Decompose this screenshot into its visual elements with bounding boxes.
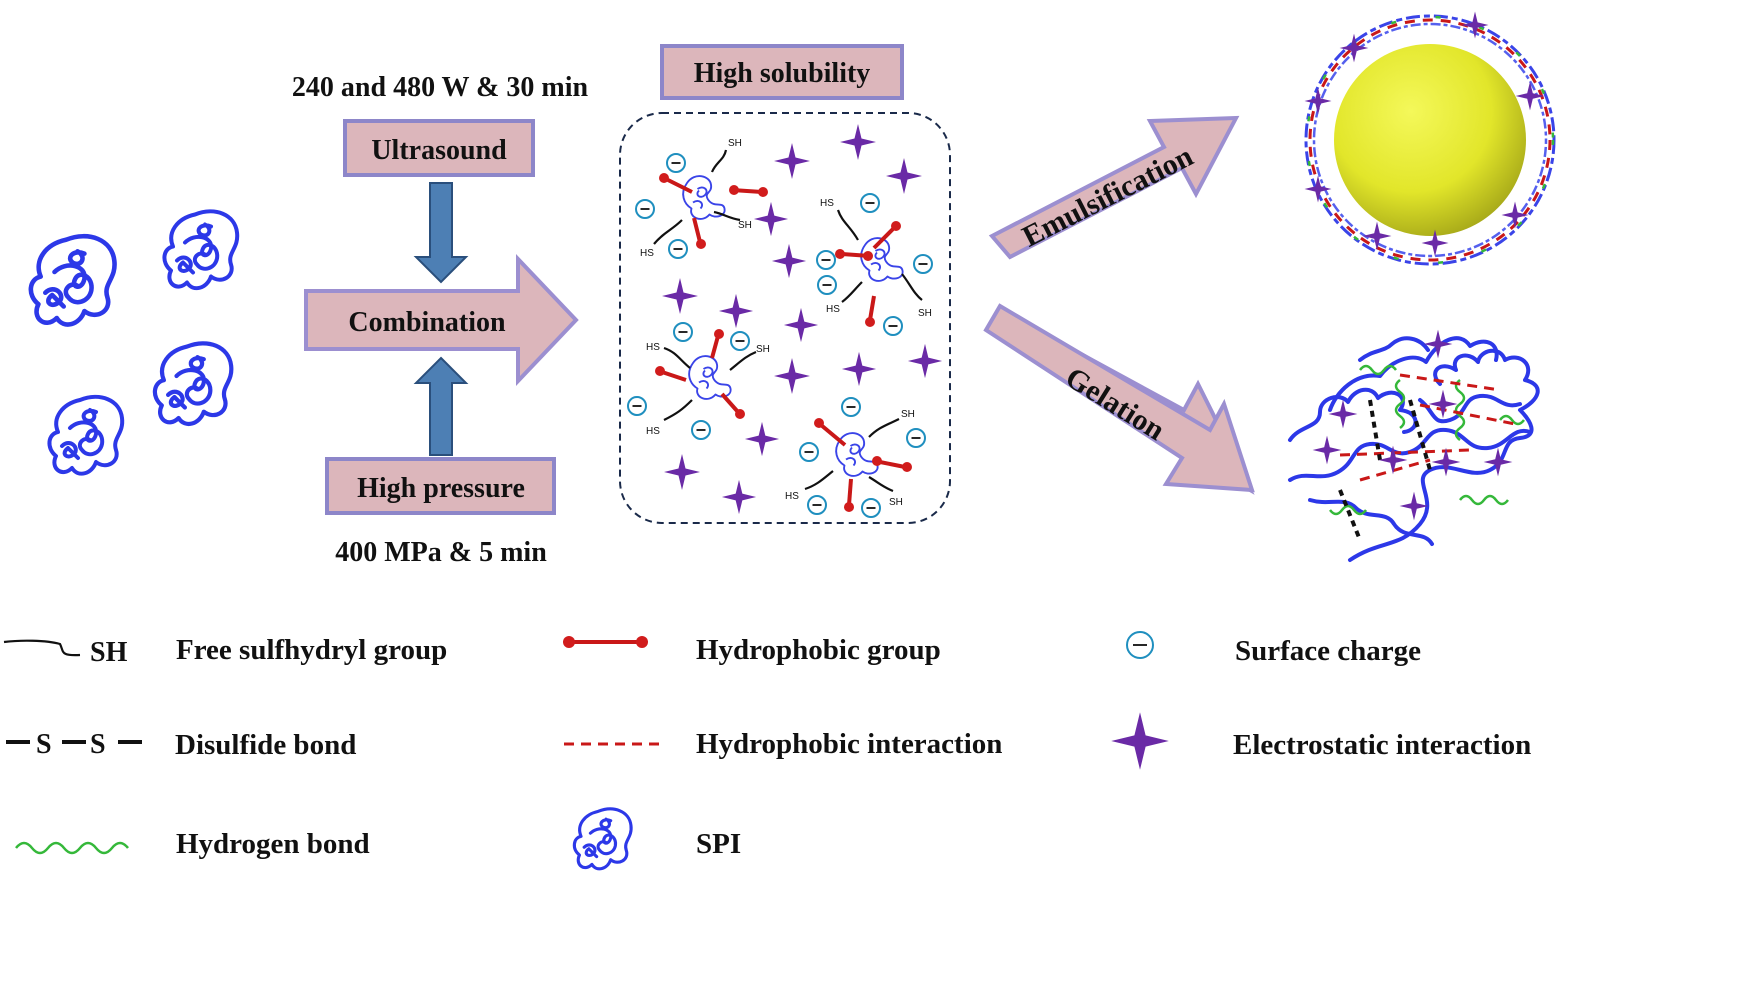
surface-charge-icon xyxy=(668,239,688,259)
electrostatic-star-icon xyxy=(783,307,819,343)
svg-text:SH: SH xyxy=(728,138,742,149)
surface-charge-icon xyxy=(860,193,880,213)
svg-text:S: S xyxy=(90,729,106,760)
electrostatic-star-icon xyxy=(718,293,754,329)
gelation-arrow-body xyxy=(983,303,1255,493)
ultrasound-down-arrow xyxy=(413,182,469,284)
ultrasound-conditions: 240 and 480 W & 30 min xyxy=(292,72,589,103)
spi-coil-icon xyxy=(31,236,115,324)
surface-charge-icon xyxy=(817,275,837,295)
hydrogen-bond-icon xyxy=(15,841,129,855)
legend-label-electrostatic: Electrostatic interaction xyxy=(1233,729,1531,761)
disulfide-bond-icon: S S xyxy=(6,729,142,760)
spi-coil-icon xyxy=(47,394,125,476)
solution-container xyxy=(619,112,951,524)
oil-droplet-icon xyxy=(1304,11,1556,266)
emulsification-label: Emulsification xyxy=(1017,139,1199,253)
electrostatic-star-icon xyxy=(841,351,877,387)
svg-text:SH: SH xyxy=(756,344,770,355)
high-pressure-label: High pressure xyxy=(357,473,525,504)
unfolded-protein: SH SH HS xyxy=(640,138,768,259)
emulsification-arrow xyxy=(988,115,1240,260)
electrostatic-star-icon xyxy=(886,158,922,194)
unfolded-protein: SH SH HS xyxy=(785,409,915,512)
legend-label-free-sulfhydryl: Free sulfhydryl group xyxy=(176,634,447,666)
legend-label-hydrophobic-group: Hydrophobic group xyxy=(696,634,941,666)
svg-text:HS: HS xyxy=(826,304,840,315)
svg-text:HS: HS xyxy=(640,248,654,259)
svg-text:SH: SH xyxy=(738,220,752,231)
unfolded-protein: HS SH HS xyxy=(820,198,932,327)
spi-coil-icon xyxy=(164,211,237,288)
surface-charge-icon xyxy=(841,397,861,417)
legend-label-spi: SPI xyxy=(696,828,741,860)
electrostatic-star-icon xyxy=(664,454,700,490)
surface-charge-icon xyxy=(730,331,750,351)
surface-charge-icon xyxy=(913,254,933,274)
svg-text:HS: HS xyxy=(820,198,834,209)
svg-text:S: S xyxy=(36,729,52,760)
electrostatic-star-icon xyxy=(774,143,810,179)
svg-text:HS: HS xyxy=(785,491,799,502)
surface-charge-icon xyxy=(883,316,903,336)
hydrophobic-group-icon xyxy=(563,636,648,648)
legend-label-hydrophobic-interaction: Hydrophobic interaction xyxy=(696,728,1002,760)
svg-text:SH: SH xyxy=(901,409,915,420)
native-spi-group xyxy=(31,211,237,476)
electrostatic-star-icon xyxy=(662,278,698,314)
surface-charge-icon xyxy=(666,153,686,173)
sulfhydryl-icon xyxy=(3,639,81,657)
surface-charge-icon xyxy=(816,250,836,270)
svg-text:SH: SH xyxy=(918,308,932,319)
legend-sh-symbol: SH xyxy=(90,637,128,668)
electrostatic-star-icon xyxy=(774,358,810,394)
pressure-conditions: 400 MPa & 5 min xyxy=(335,537,547,568)
surface-charge-icon xyxy=(627,396,647,416)
electrostatic-star-icon xyxy=(840,124,876,160)
electrostatic-star-icon xyxy=(744,421,780,457)
legend-label-hydrogen-bond: Hydrogen bond xyxy=(176,828,370,860)
gel-network-icon xyxy=(1288,329,1540,562)
ultrasound-box xyxy=(343,119,535,177)
surface-charge-icon xyxy=(807,495,827,515)
surface-charge-icon xyxy=(906,428,926,448)
combination-arrow xyxy=(304,253,579,387)
surface-charge-icon xyxy=(799,442,819,462)
svg-text:HS: HS xyxy=(646,342,660,353)
surface-charge-icon xyxy=(673,322,693,342)
electrostatic-star-icon xyxy=(753,201,789,237)
surface-charge-legend-icon xyxy=(1126,631,1154,659)
spi-coil-icon xyxy=(155,343,231,424)
spi-legend-icon xyxy=(572,807,633,871)
electrostatic-star-icon xyxy=(771,243,807,279)
high-solubility-box xyxy=(660,44,904,100)
surface-charge-icon xyxy=(635,199,655,219)
surface-charge-icon xyxy=(861,498,881,518)
legend-label-surface-charge: Surface charge xyxy=(1235,635,1421,667)
legend: SH Free sulfhydryl group S S Disulfide b… xyxy=(3,631,1531,871)
solution-contents: SH SH HS HS SH HS HS SH xyxy=(627,124,943,518)
legend-label-disulfide: Disulfide bond xyxy=(175,729,356,761)
high-solubility-label: High solubility xyxy=(694,58,871,89)
surface-charge-icon xyxy=(691,420,711,440)
electrostatic-star-icon xyxy=(907,343,943,379)
combination-label: Combination xyxy=(348,307,506,338)
ultrasound-label: Ultrasound xyxy=(371,135,507,166)
pressure-up-arrow xyxy=(413,356,469,456)
high-pressure-box xyxy=(325,457,556,515)
electrostatic-legend-icon xyxy=(1111,712,1169,770)
electrostatic-star-icon xyxy=(721,479,757,515)
svg-text:HS: HS xyxy=(646,426,660,437)
unfolded-protein: HS SH HS xyxy=(646,329,770,437)
svg-text:SH: SH xyxy=(889,497,903,508)
